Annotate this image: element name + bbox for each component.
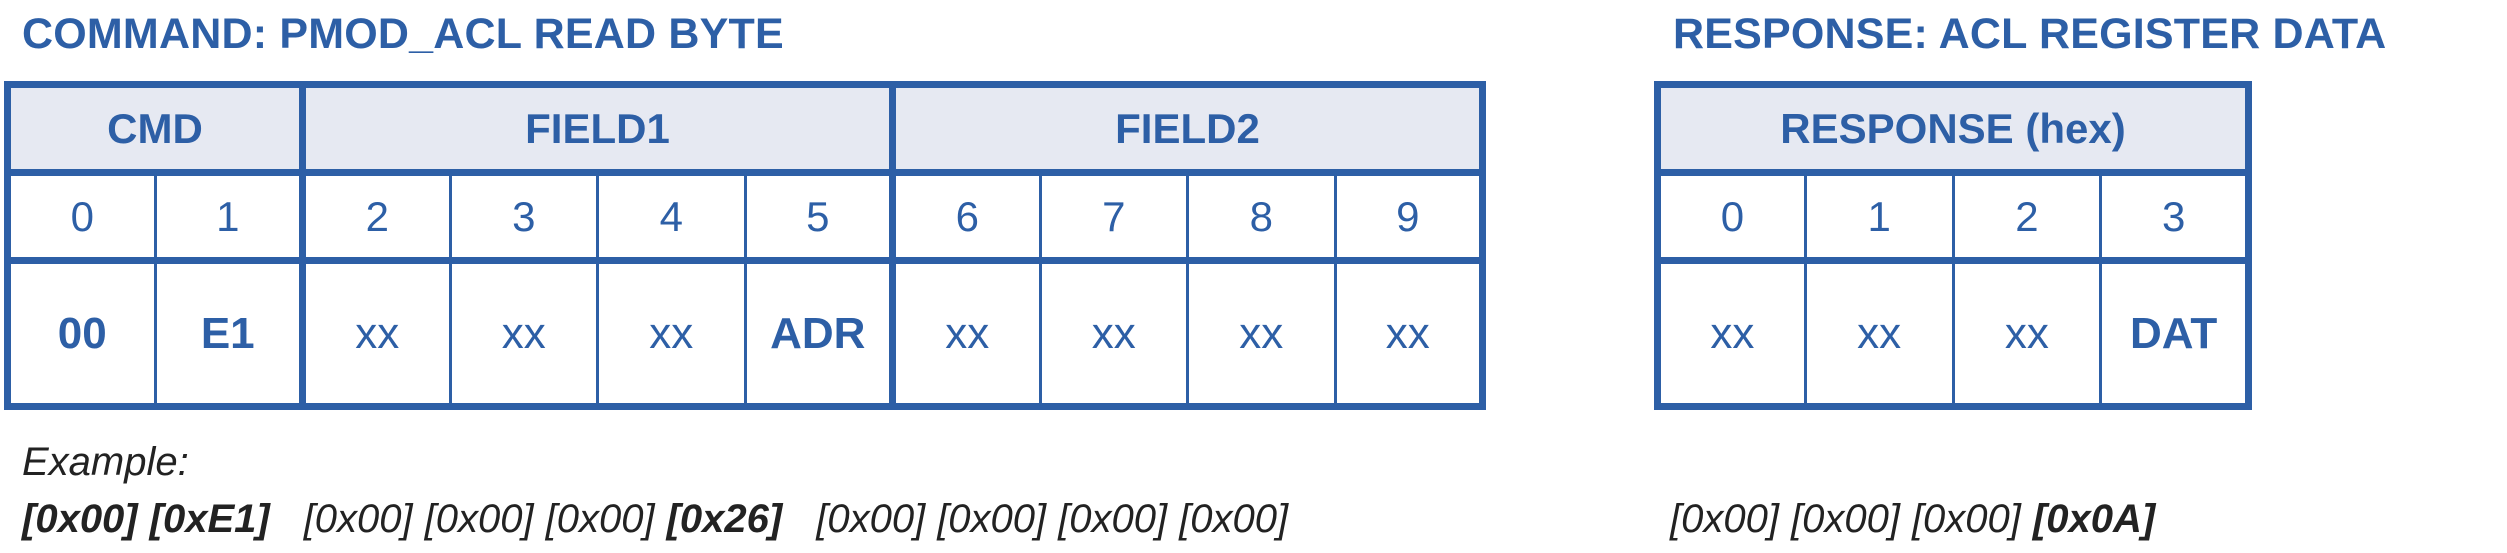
response-value-cell: xx: [1951, 259, 2103, 408]
example-byte: [0x00]: [1058, 497, 1168, 541]
response-value-cell: DAT: [2099, 259, 2250, 408]
command-index-cell: 5: [743, 171, 896, 264]
example-byte: [0x00]: [303, 497, 413, 541]
command-index-cell: 4: [596, 171, 747, 264]
command-value-cell: xx: [301, 259, 452, 408]
response-index-cell: 0: [1656, 171, 1807, 264]
example-byte: [0x00]: [1790, 497, 1900, 541]
example-byte: [0x00]: [545, 497, 655, 541]
command-index-cell: 0: [6, 171, 157, 264]
example-byte: [0x00]: [937, 497, 1047, 541]
command-table: CMD FIELD1 FIELD2 0 1 2 3 4 5 6 7 8 9 00…: [4, 81, 1486, 410]
header-field1: FIELD1: [301, 83, 896, 176]
header-response: RESPONSE (hex): [1656, 83, 2250, 176]
command-value-cell: ADR: [743, 259, 896, 408]
command-header-row: CMD FIELD1 FIELD2: [6, 83, 1484, 176]
example-byte: [0xE1]: [149, 497, 270, 541]
command-index-cell: 7: [1038, 171, 1189, 264]
command-value-cell: xx: [1038, 259, 1189, 408]
command-index-cell: 8: [1186, 171, 1337, 264]
command-value-row: 00 E1 xx xx xx ADR xx xx xx xx: [6, 259, 1484, 408]
response-title: RESPONSE: ACL REGISTER DATA: [1673, 10, 2387, 58]
response-example-bytes: [0x00][0x00][0x00][0x0A]: [1670, 497, 2167, 542]
response-index-cell: 2: [1951, 171, 2103, 264]
command-value-cell: 00: [6, 259, 157, 408]
header-field2: FIELD2: [891, 83, 1484, 176]
command-title: COMMAND: PMOD_ACL READ BYTE: [22, 10, 784, 58]
response-index-cell: 3: [2099, 171, 2250, 264]
response-value-row: xx xx xx DAT: [1656, 259, 2250, 408]
example-byte: [0x00]: [816, 497, 926, 541]
example-byte: [0x00]: [1179, 497, 1289, 541]
command-index-cell: 2: [301, 171, 452, 264]
command-value-cell: xx: [596, 259, 747, 408]
command-value-cell: xx: [1333, 259, 1484, 408]
command-index-cell: 9: [1333, 171, 1484, 264]
command-value-cell: xx: [448, 259, 599, 408]
example-byte: [0x0A]: [2032, 497, 2156, 541]
header-cmd: CMD: [6, 83, 306, 176]
command-index-row: 0 1 2 3 4 5 6 7 8 9: [6, 171, 1484, 264]
response-index-row: 0 1 2 3: [1656, 171, 2250, 264]
command-example-bytes: [0x00][0xE1][0x00][0x00][0x00][0x26][0x0…: [22, 497, 1300, 542]
response-value-cell: xx: [1656, 259, 1807, 408]
example-byte: [0x00]: [1670, 497, 1779, 541]
response-table: RESPONSE (hex) 0 1 2 3 xx xx xx DAT: [1654, 81, 2252, 410]
response-value-cell: xx: [1803, 259, 1955, 408]
example-byte: [0x00]: [1911, 497, 2021, 541]
example-byte: [0x26]: [666, 497, 783, 541]
command-index-cell: 1: [153, 171, 306, 264]
example-byte: [0x00]: [424, 497, 534, 541]
command-value-cell: xx: [891, 259, 1042, 408]
command-index-cell: 6: [891, 171, 1042, 264]
response-header-row: RESPONSE (hex): [1656, 83, 2250, 176]
command-index-cell: 3: [448, 171, 599, 264]
command-value-cell: E1: [153, 259, 306, 408]
response-index-cell: 1: [1803, 171, 1955, 264]
example-byte: [0x00]: [22, 497, 138, 541]
command-value-cell: xx: [1186, 259, 1337, 408]
example-label: Example:: [22, 440, 189, 484]
